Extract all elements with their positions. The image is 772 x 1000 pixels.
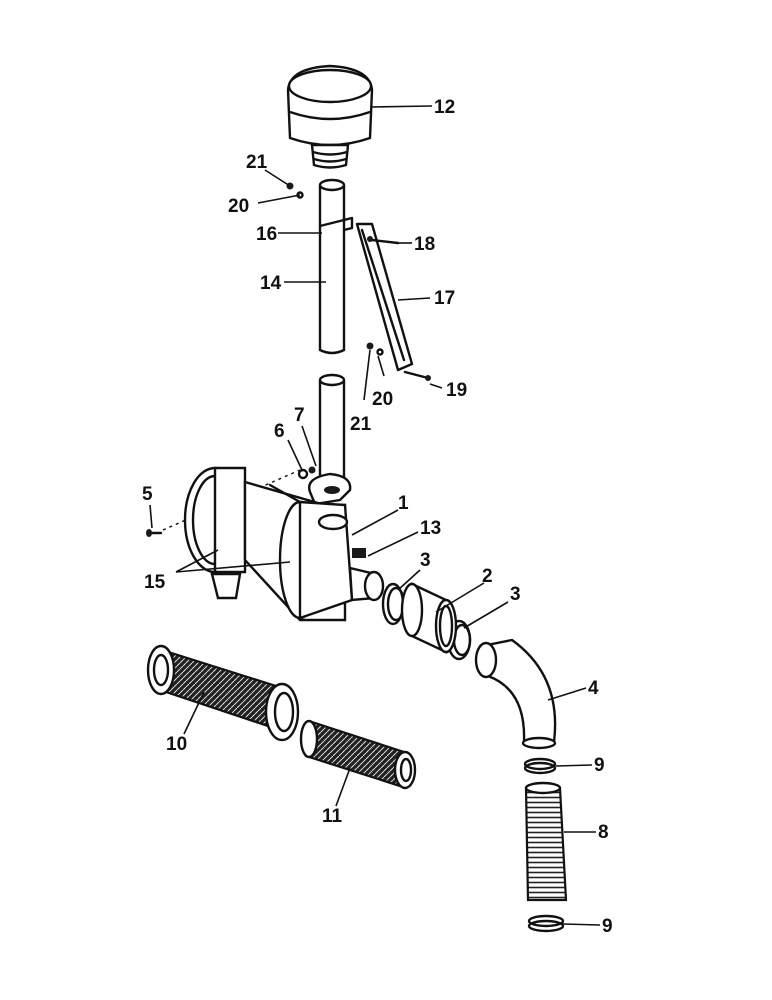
callout-3-right: 3 — [510, 584, 521, 605]
hose-clamp-left — [381, 582, 406, 626]
callout-11: 11 — [322, 806, 343, 827]
nut-washer-lower — [366, 342, 384, 356]
callout-17: 17 — [434, 288, 455, 309]
callout-16: 16 — [256, 224, 277, 245]
callout-3-left: 3 — [420, 550, 431, 571]
callout-2: 2 — [482, 566, 493, 587]
callout-1: 1 — [398, 493, 409, 514]
callout-13: 13 — [420, 518, 441, 539]
nut-7 — [308, 466, 316, 474]
callout-4: 4 — [588, 678, 599, 699]
washer-6 — [297, 468, 309, 480]
screw-5 — [146, 529, 163, 537]
callout-5: 5 — [142, 484, 153, 505]
callout-9-lower: 9 — [602, 916, 613, 937]
callout-6: 6 — [274, 421, 285, 442]
corrugated-hose — [524, 781, 568, 902]
support-bracket — [355, 222, 414, 372]
inner-filter-element — [299, 719, 417, 790]
bolt-19 — [403, 370, 431, 381]
callout-10: 10 — [166, 734, 187, 755]
callout-12: 12 — [434, 97, 455, 118]
lower-intake-pipe — [308, 373, 352, 506]
callout-21-upper: 21 — [246, 152, 268, 173]
callout-8: 8 — [598, 822, 609, 843]
leader-lines — [149, 105, 601, 926]
air-cleaner-housing — [183, 466, 385, 622]
callout-15: 15 — [144, 572, 166, 593]
callout-18: 18 — [414, 234, 435, 255]
upper-intake-pipe — [318, 178, 354, 355]
elbow-pipe — [474, 638, 557, 750]
callout-20-upper: 20 — [228, 196, 249, 217]
precleaner-cap — [286, 64, 374, 169]
hose-coupling — [400, 582, 458, 654]
callout-14: 14 — [260, 273, 282, 294]
callout-labels: 12 21 20 16 18 14 17 19 20 21 7 6 5 1 13… — [142, 97, 613, 937]
callout-20-lower: 20 — [372, 389, 393, 410]
callout-19: 19 — [446, 380, 467, 401]
callout-7: 7 — [294, 405, 305, 426]
outer-filter-element — [146, 644, 300, 742]
callout-9-upper: 9 — [594, 755, 605, 776]
hose-clamp-lower-9 — [527, 914, 565, 933]
bolt-18 — [367, 236, 400, 245]
callout-21-lower: 21 — [350, 414, 372, 435]
hose-clamp-upper-9 — [523, 757, 557, 775]
